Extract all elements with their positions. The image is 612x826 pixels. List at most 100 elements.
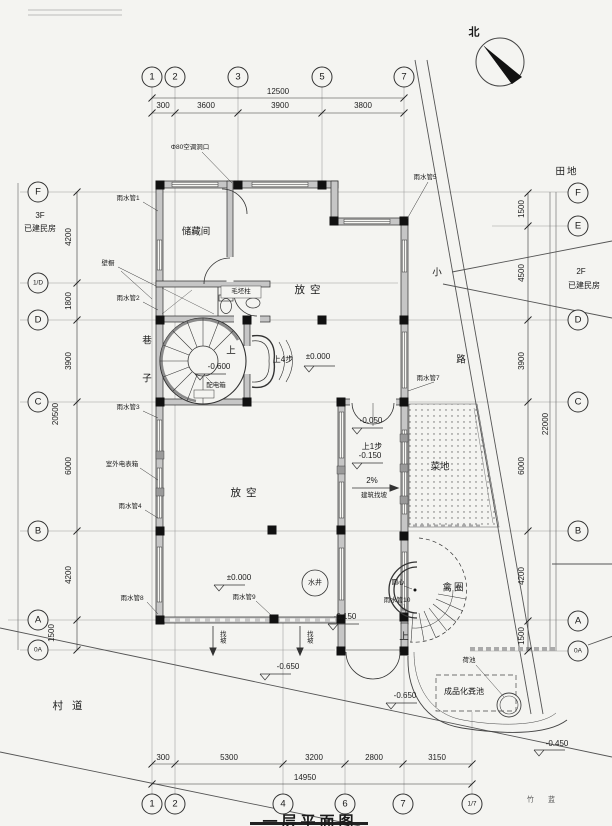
grid-bubble-top-7: 7 bbox=[393, 66, 415, 88]
dim-bottom-seg: 5300 bbox=[220, 753, 238, 762]
grid-bubble-right-0A: 0A bbox=[567, 640, 589, 662]
up-spiral-label: 上 bbox=[226, 345, 236, 357]
dim-right-total: 22000 bbox=[541, 412, 550, 436]
room-label-village-road: 村道 bbox=[52, 699, 92, 712]
corner-marks-lines bbox=[28, 9, 122, 16]
rain-pipe-label-4: 雨水管4 bbox=[118, 502, 142, 510]
grid-bubble-right-D: D bbox=[567, 309, 589, 331]
north-label: 北 bbox=[468, 26, 480, 39]
room-label-path-char1: 小 bbox=[432, 267, 442, 279]
slope-arrows bbox=[209, 484, 400, 657]
dim-top-seg: 3900 bbox=[271, 101, 289, 110]
elevation-terrace: -0.650 bbox=[276, 662, 300, 671]
grid-bubble-left-F: F bbox=[27, 181, 49, 203]
corner-marks-text: 竹蓝 bbox=[527, 796, 569, 804]
grid-bubble-top-1: 1 bbox=[141, 66, 163, 88]
room-label-storage: 储藏间 bbox=[181, 226, 211, 238]
doors bbox=[203, 188, 401, 680]
grid-bubble-right-A: A bbox=[567, 610, 589, 632]
room-label-vegetable-plot: 菜地 bbox=[430, 461, 450, 473]
room-label-poultry-pen: 禽圈 bbox=[442, 582, 466, 594]
septic-area bbox=[407, 651, 568, 733]
grid-bubble-bottom-1-7: 1/7 bbox=[461, 793, 483, 815]
dim-bottom-seg: 2800 bbox=[365, 753, 383, 762]
room-label-path-char2: 路 bbox=[456, 354, 466, 366]
dim-left-seg: 4200 bbox=[64, 228, 73, 246]
rain-pipe-label-2: 雨水管2 bbox=[116, 294, 140, 302]
elevation-yard: -0.150 bbox=[333, 612, 357, 621]
up-4-steps-label: 上4步 bbox=[272, 355, 294, 364]
vegetable-plot-shape bbox=[408, 403, 500, 528]
dim-right-seg: 3900 bbox=[517, 352, 526, 370]
dim-left-total: 20500 bbox=[51, 402, 60, 426]
neighbor-right-floor: 2F bbox=[576, 267, 586, 276]
grid-bubble-left-1D: 1/D bbox=[27, 272, 49, 294]
grid-bubble-top-5: 5 bbox=[311, 66, 333, 88]
grid-bubble-left-0A: 0A bbox=[27, 639, 49, 661]
elevation-road: -0.450 bbox=[545, 739, 569, 748]
elevation-marks bbox=[194, 365, 565, 757]
spiral-stair bbox=[159, 317, 247, 405]
rain-pipe-label-5: 雨水管5 bbox=[413, 173, 437, 181]
grid-bubble-left-D: D bbox=[27, 309, 49, 331]
grid-bubble-bottom-2: 2 bbox=[164, 793, 186, 815]
leader-lines bbox=[117, 151, 435, 616]
closet-label: 壁橱 bbox=[101, 259, 115, 267]
dim-top-total: 12500 bbox=[266, 87, 290, 96]
grid-bubble-right-F: F bbox=[567, 182, 589, 204]
grid-bubble-left-C: C bbox=[27, 391, 49, 413]
dim-left-seg: 6000 bbox=[64, 457, 73, 475]
power-box-label: 配电箱 bbox=[206, 381, 226, 389]
meter-box-label: 室外电表箱 bbox=[105, 460, 139, 468]
septic-tank-label: 成品化粪池 bbox=[444, 687, 484, 696]
bathroom-fixtures bbox=[161, 287, 261, 316]
dim-left-seg: 1500 bbox=[47, 624, 56, 642]
slope-arrow-label-b: 找坡 bbox=[305, 630, 313, 644]
drawing-title: 一层平面图 bbox=[262, 813, 358, 826]
dimension-lines bbox=[76, 97, 529, 785]
slope-note-label: 建筑找坡 bbox=[361, 491, 387, 499]
north-arrow-graphic bbox=[475, 37, 525, 87]
elevation-spiral: -0.600 bbox=[207, 362, 231, 371]
pond-label: 荷池 bbox=[462, 656, 476, 664]
grid-bubble-left-B: B bbox=[27, 520, 49, 542]
grid-bubble-top-2: 2 bbox=[164, 66, 186, 88]
up-curved-label: 上 bbox=[399, 631, 409, 643]
grid-bubble-right-E: E bbox=[567, 215, 589, 237]
elevation-ground: ±0.000 bbox=[226, 573, 252, 582]
dim-top-seg: 3800 bbox=[354, 101, 372, 110]
slope-arrow-label-a: 找坡 bbox=[218, 630, 226, 644]
dim-right-seg: 4500 bbox=[517, 264, 526, 282]
rain-pipe-label-9: 雨水管9 bbox=[232, 593, 256, 601]
elevation-septic-side: -0.650 bbox=[393, 691, 417, 700]
neighbor-left-label: 已建民房 bbox=[24, 224, 56, 233]
door-gaps bbox=[226, 257, 396, 406]
dim-right-seg: 1500 bbox=[517, 200, 526, 218]
rain-pipe-label-7: 雨水管7 bbox=[416, 374, 440, 382]
neighbor-left-floor: 3F bbox=[35, 211, 45, 220]
title-underline bbox=[250, 822, 368, 825]
elevation-entry: ±0.000 bbox=[305, 352, 331, 361]
circle-center-label: 圆心 bbox=[391, 578, 405, 586]
dim-bottom-total: 14950 bbox=[293, 773, 317, 782]
dim-bottom-seg: 3200 bbox=[305, 753, 323, 762]
grid-lines bbox=[8, 87, 568, 794]
curved-stair bbox=[388, 537, 468, 643]
boundary-lines bbox=[17, 183, 557, 651]
well-circle bbox=[301, 569, 329, 597]
slope-percent-label: 2% bbox=[366, 476, 378, 485]
elevation-porch-top: -0.050 bbox=[359, 416, 383, 425]
rain-pipe-label-10: 雨水管10 bbox=[383, 596, 411, 604]
dim-top-seg: 300 bbox=[156, 101, 170, 110]
rain-pipe-label-1: 雨水管1 bbox=[116, 194, 140, 202]
room-label-void-lower: 放空 bbox=[230, 486, 262, 499]
dim-bottom-seg: 300 bbox=[156, 753, 170, 762]
rain-pipe-label-8: 雨水管8 bbox=[120, 594, 144, 602]
rough-column-box bbox=[220, 285, 262, 299]
grid-bubble-bottom-1: 1 bbox=[141, 793, 163, 815]
dim-bottom-seg: 3150 bbox=[428, 753, 446, 762]
grid-bubble-bottom-7: 7 bbox=[392, 793, 414, 815]
room-label-void-upper: 放空 bbox=[294, 283, 326, 296]
dim-right-seg: 4200 bbox=[517, 567, 526, 585]
room-label-alley-char1: 巷 bbox=[142, 335, 152, 347]
